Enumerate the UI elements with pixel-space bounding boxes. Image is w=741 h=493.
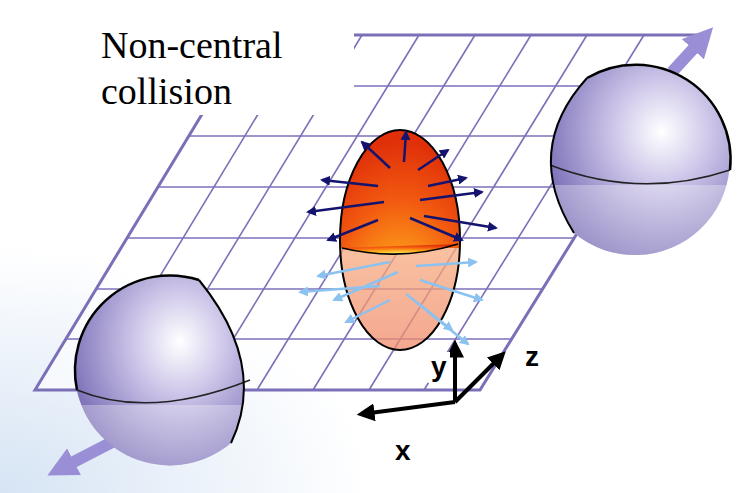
flow-arrows-lower [300,262,482,344]
flow-arrows-lower-part [416,262,476,266]
axis-label: y [428,352,450,383]
flow-arrows-upper-part [362,142,390,168]
motion-arrows-part [672,36,705,72]
fireball-part [340,130,460,350]
flow-arrows-lower-part [346,300,390,322]
spectator-nucleus-left-part [77,380,250,403]
coordinate-axes-part [453,345,457,402]
flow-arrows-upper-part [308,202,384,212]
title-label: Non-central collision [98,22,354,115]
flow-arrows-upper-part [404,132,406,162]
spectator-nucleus-left-part [60,405,280,485]
spectator-nucleus-left-part [75,275,199,390]
flow-arrows-upper-part [428,178,466,186]
flow-arrows-upper-part [418,150,448,170]
flow-arrows-lower-part [420,280,482,300]
fireball-part [340,130,460,350]
spectator-nucleus-right-part [520,185,740,265]
flow-arrows-upper [308,132,496,240]
flow-arrows-upper-part [424,216,496,228]
spectator-nucleus-left [60,275,280,485]
flow-arrows-upper-part [328,220,378,240]
fireball-part [342,244,458,254]
fireball [340,130,460,350]
flow-arrows-upper-part [410,218,462,240]
spectator-nucleus-right-part [550,165,730,184]
spectator-nucleus-right [520,65,740,265]
coordinate-axes [362,345,502,414]
axis-label: x [392,436,414,467]
flow-arrows-upper-part [322,180,378,186]
spectator-nucleus-right-part [551,78,587,233]
axis-label: z [522,342,542,373]
flow-arrows-upper-part [420,192,482,200]
spectator-nucleus-left-part [199,280,244,443]
flow-arrows-lower-part [318,262,390,276]
spectator-nucleus-right-part [587,65,731,170]
flow-arrows-lower-part [300,286,380,292]
flow-arrows-lower-part [416,302,468,344]
coordinate-axes-part [362,402,455,414]
coordinate-axes-part [455,355,502,402]
